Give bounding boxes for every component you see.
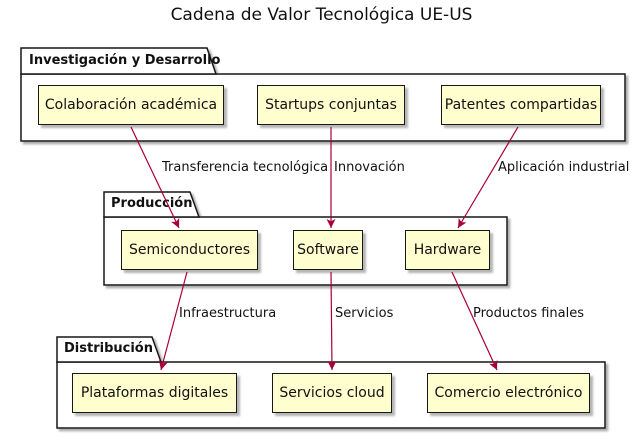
edge-label-servicios: Servicios [335,306,394,321]
node-software: Software [293,230,363,270]
edge-label-infraestructura: Infraestructura [179,306,277,321]
package-title-investigacion-y-desarrollo: Investigación y Desarrollo [29,53,221,68]
edge-label-transferencia-tecnologica: Transferencia tecnológica [162,160,329,175]
diagram-title: Cadena de Valor Tecnológica UE-US [170,5,473,25]
package-title-produccion: Producción [111,196,193,211]
node-comercio-electronico: Comercio electrónico [427,373,590,413]
node-patentes-compartidas: Patentes compartidas [441,85,601,125]
package-title-distribucion: Distribución [64,341,153,356]
node-plataformas-digitales: Plataformas digitales [72,373,237,413]
edge-label-innovacion: Innovación [334,160,405,175]
node-startups-conjuntas: Startups conjuntas [257,85,405,125]
edge-label-productos-finales: Productos finales [473,306,584,321]
node-semiconductores: Semiconductores [121,230,258,270]
edge-label-aplicacion-industrial: Aplicación industrial [498,160,630,175]
node-colaboracion-academica: Colaboración académica [38,85,224,125]
node-hardware: Hardware [405,230,490,270]
node-servicios-cloud: Servicios cloud [272,373,392,413]
